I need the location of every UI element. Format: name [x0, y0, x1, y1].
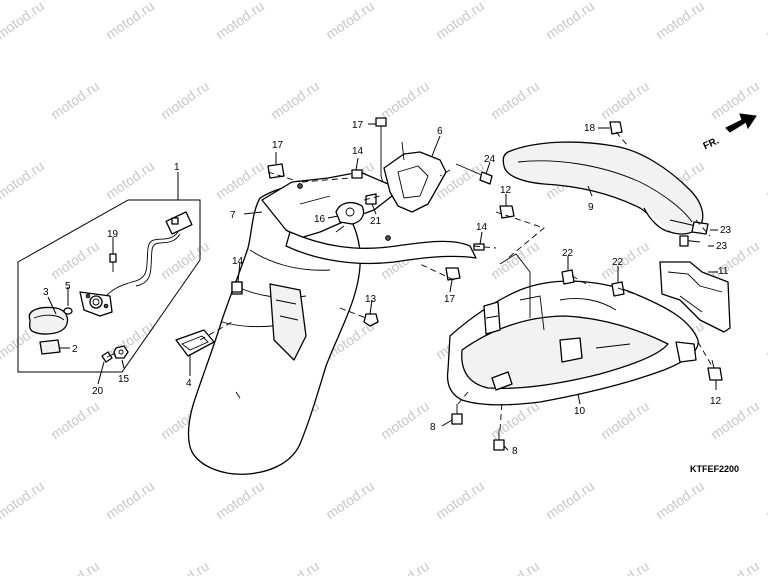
callout-23b: 23 [716, 241, 728, 252]
front-direction-label: FR. [702, 135, 721, 152]
license-light-gasket [39, 339, 61, 355]
bolt-24 [455, 163, 493, 185]
callout-10: 10 [574, 406, 586, 417]
bolt-17-left [267, 163, 285, 179]
callout-14a: 14 [352, 146, 364, 157]
callout-22a: 22 [562, 248, 574, 259]
bolt-13 [363, 313, 379, 327]
socket-bulb-small [63, 307, 73, 315]
inner-fender-tray [446, 253, 699, 406]
rear-fender [187, 185, 361, 475]
callout-6: 6 [437, 126, 443, 137]
callout-12a: 12 [500, 185, 512, 196]
bolt-12-upper [499, 205, 515, 219]
bolt-8-right [493, 430, 505, 451]
alignment-lines [199, 131, 713, 431]
callout-8b: 8 [512, 446, 518, 457]
callout-7: 7 [230, 210, 236, 221]
clip-14-mid [473, 243, 485, 251]
rear-reflector [175, 329, 215, 357]
callout-14b: 14 [476, 222, 488, 233]
bolt-22-left [561, 269, 575, 285]
callout-17a: 17 [272, 140, 284, 151]
callout-21: 21 [370, 216, 382, 227]
rear-carrier-frame [261, 171, 477, 265]
callout-19: 19 [107, 229, 119, 240]
bolt-8-left [451, 404, 463, 425]
diagram-code: KTFEF2200 [690, 464, 739, 474]
bolt-18 [609, 121, 623, 135]
callout-12b: 12 [710, 396, 722, 407]
callout-5: 5 [65, 281, 71, 292]
callout-16: 16 [314, 214, 326, 225]
callout-11: 11 [718, 266, 729, 277]
rear-bracket [659, 261, 731, 333]
front-arrow-icon [725, 113, 757, 133]
callout-13: 13 [365, 294, 377, 305]
license-light-socket-wire [105, 211, 193, 297]
clip-14-top [351, 169, 363, 179]
callout-22b: 22 [612, 257, 624, 268]
callout-8a: 8 [430, 422, 436, 433]
callout-17b: 17 [352, 120, 364, 131]
callout-labels: 1 2 3 4 5 6 7 8 8 9 10 11 12 12 13 14 14… [43, 120, 732, 457]
callout-17c: 17 [444, 294, 456, 305]
callout-14c: 14 [232, 256, 244, 267]
callout-2: 2 [72, 344, 78, 355]
clip-14-left [231, 281, 243, 293]
license-light-lens [28, 306, 69, 335]
callout-20: 20 [92, 386, 104, 397]
bolt-17-right [445, 267, 461, 281]
bolt-23-lower [679, 235, 701, 247]
callout-9: 9 [588, 202, 594, 213]
bolt-17-top [375, 117, 387, 176]
cable-clamp [335, 201, 365, 225]
callout-23a: 23 [720, 225, 732, 236]
bolt-12-lower [707, 359, 723, 381]
splash-guard [502, 141, 704, 235]
callout-15: 15 [118, 374, 130, 385]
callout-1: 1 [174, 162, 180, 173]
bolt-21 [365, 193, 377, 205]
callout-3: 3 [43, 287, 49, 298]
small-screw-19 [109, 253, 117, 272]
callout-24: 24 [484, 154, 496, 165]
bolt-23-upper [669, 219, 709, 235]
callout-18: 18 [584, 123, 596, 134]
callout-4: 4 [186, 378, 192, 389]
nut-15 [113, 345, 129, 359]
front-direction-indicator: FR. [702, 113, 757, 152]
leader-lines [47, 123, 718, 451]
bolt-22-right [611, 281, 625, 297]
license-light-base [79, 291, 113, 317]
tail-bracket [383, 141, 447, 213]
